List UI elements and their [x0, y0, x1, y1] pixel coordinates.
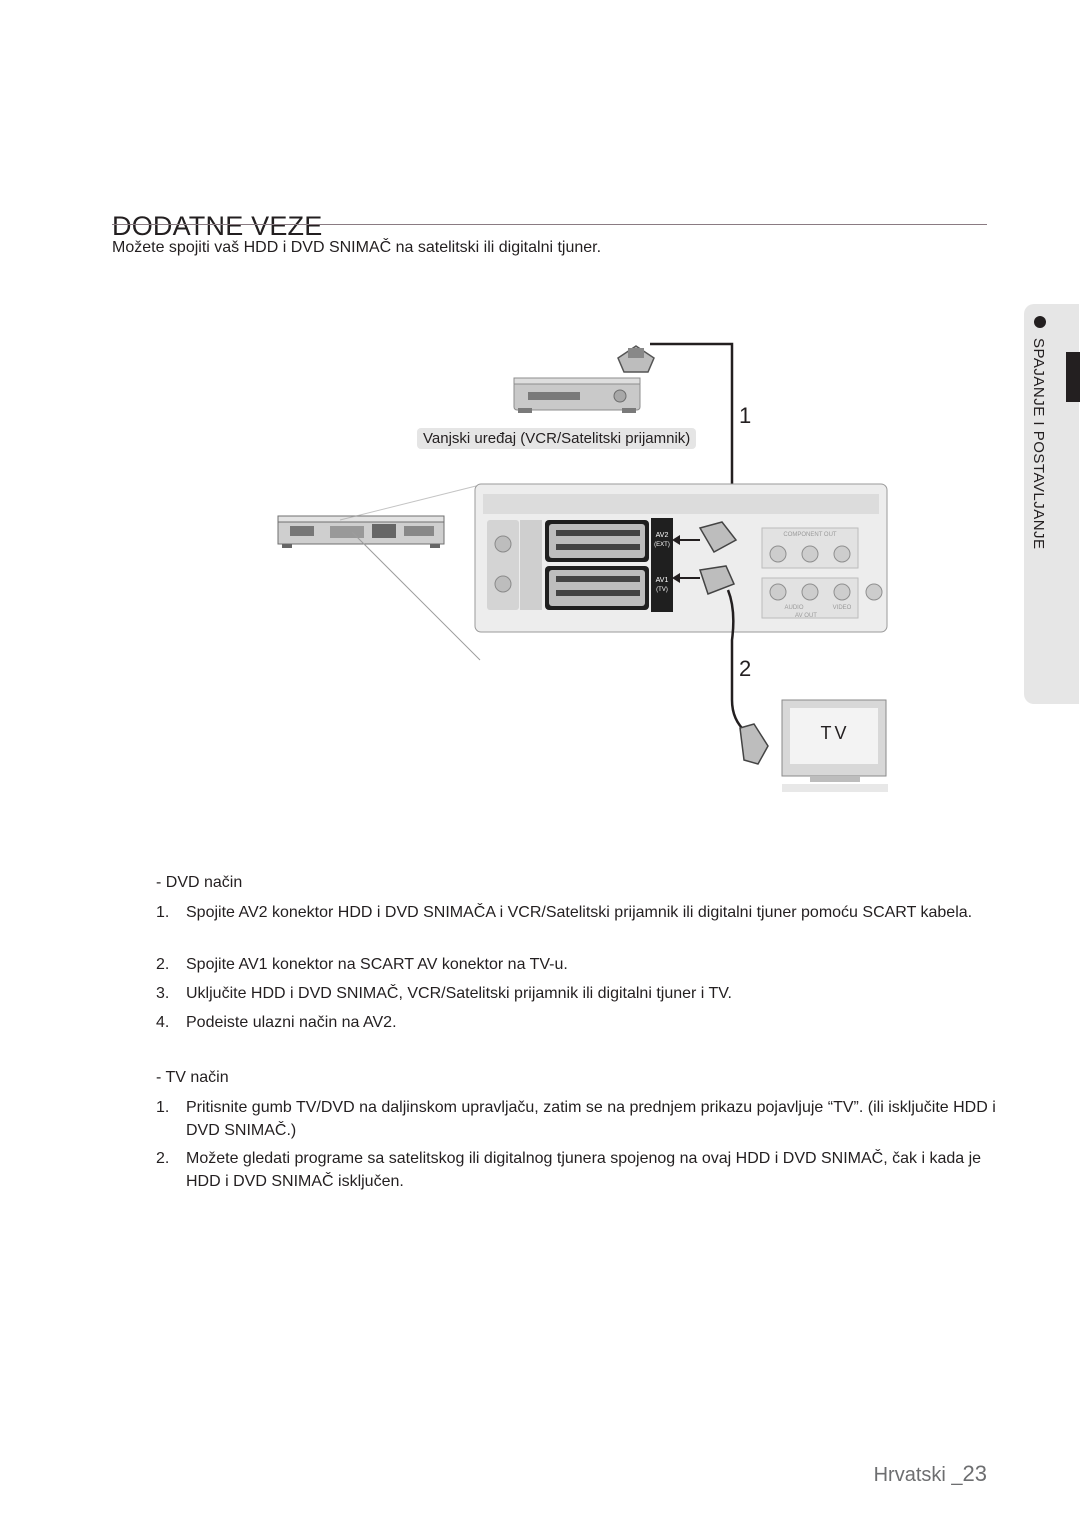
av-out-label: AV OUT [795, 613, 817, 619]
list-item: 4. Podeiste ulazni način na AV2. [156, 1011, 996, 1034]
list-item: 2. Spojite AV1 konektor na SCART AV kone… [156, 953, 996, 976]
page-footer: Hrvatski _23 [874, 1461, 987, 1487]
item-number: 1. [156, 904, 170, 921]
list-item: 1. Spojite AV2 konektor HDD i DVD SNIMAČ… [156, 901, 996, 924]
side-tab-marker [1066, 352, 1080, 402]
side-tab-label: SPAJANJE I POSTAVLJANJE [1030, 338, 1047, 550]
back-panel-image: AV2 (EXT) AV1 (TV) COMPONENT OUT AUDIO V… [474, 483, 888, 633]
video-label: VIDEO [833, 605, 852, 611]
list-item: 3. Uključite HDD i DVD SNIMAČ, VCR/Satel… [156, 982, 996, 1005]
item-number: 2. [156, 956, 170, 973]
item-text: Spojite AV1 konektor na SCART AV konekto… [186, 956, 568, 973]
external-device-label: Vanjski uređaj (VCR/Satelitski prijamnik… [417, 428, 697, 449]
tv-image [781, 699, 888, 792]
bullet-icon [1034, 316, 1046, 328]
intro-text: Možete spojiti vaš HDD i DVD SNIMAČ na s… [112, 239, 602, 256]
item-number: 2. [156, 1150, 170, 1167]
tv-label: TV [820, 723, 849, 743]
item-text: Možete gledati programe sa satelitskog i… [186, 1150, 982, 1190]
vcr-device-image [513, 377, 641, 413]
item-number: 4. [156, 1014, 170, 1031]
scart-plug-av2-icon [698, 521, 738, 554]
title-divider [112, 224, 987, 225]
connection-diagram: AV2 (EXT) AV1 (TV) COMPONENT OUT AUDIO V… [277, 342, 888, 792]
scart-plug-icon [617, 345, 655, 373]
component-out-label: COMPONENT OUT [783, 532, 837, 538]
av2-label: AV2 [656, 532, 669, 539]
item-text: Uključite HDD i DVD SNIMAČ, VCR/Satelits… [186, 985, 732, 1002]
list-item: 1. Pritisnite gumb TV/DVD na daljinskom … [156, 1096, 996, 1142]
recorder-device-image [277, 515, 445, 548]
page-title: DODATNE VEZE [112, 211, 323, 242]
av1-label: AV1 [656, 577, 669, 584]
scart-plug-av1-icon [699, 565, 736, 595]
step-2-number: 2 [739, 656, 752, 681]
dvd-mode-heading: - DVD način [156, 874, 243, 891]
av1-sub-label: (TV) [656, 587, 668, 593]
item-number: 3. [156, 985, 170, 1002]
tv-mode-heading: - TV način [156, 1069, 229, 1086]
audio-label: AUDIO [784, 605, 803, 611]
footer-language: Hrvatski _ [873, 1464, 963, 1486]
item-text: Podeiste ulazni način na AV2. [186, 1014, 397, 1031]
scart-plug-tv-icon [739, 723, 769, 765]
list-item: 2. Možete gledati programe sa satelitsko… [156, 1147, 996, 1193]
av2-sub-label: (EXT) [654, 542, 670, 548]
page-number: 23 [962, 1461, 987, 1486]
item-number: 1. [156, 1099, 170, 1116]
item-text: Spojite AV2 konektor HDD i DVD SNIMAČA i… [186, 904, 973, 921]
item-text: Pritisnite gumb TV/DVD na daljinskom upr… [186, 1099, 996, 1139]
step-1-number: 1 [739, 403, 752, 428]
